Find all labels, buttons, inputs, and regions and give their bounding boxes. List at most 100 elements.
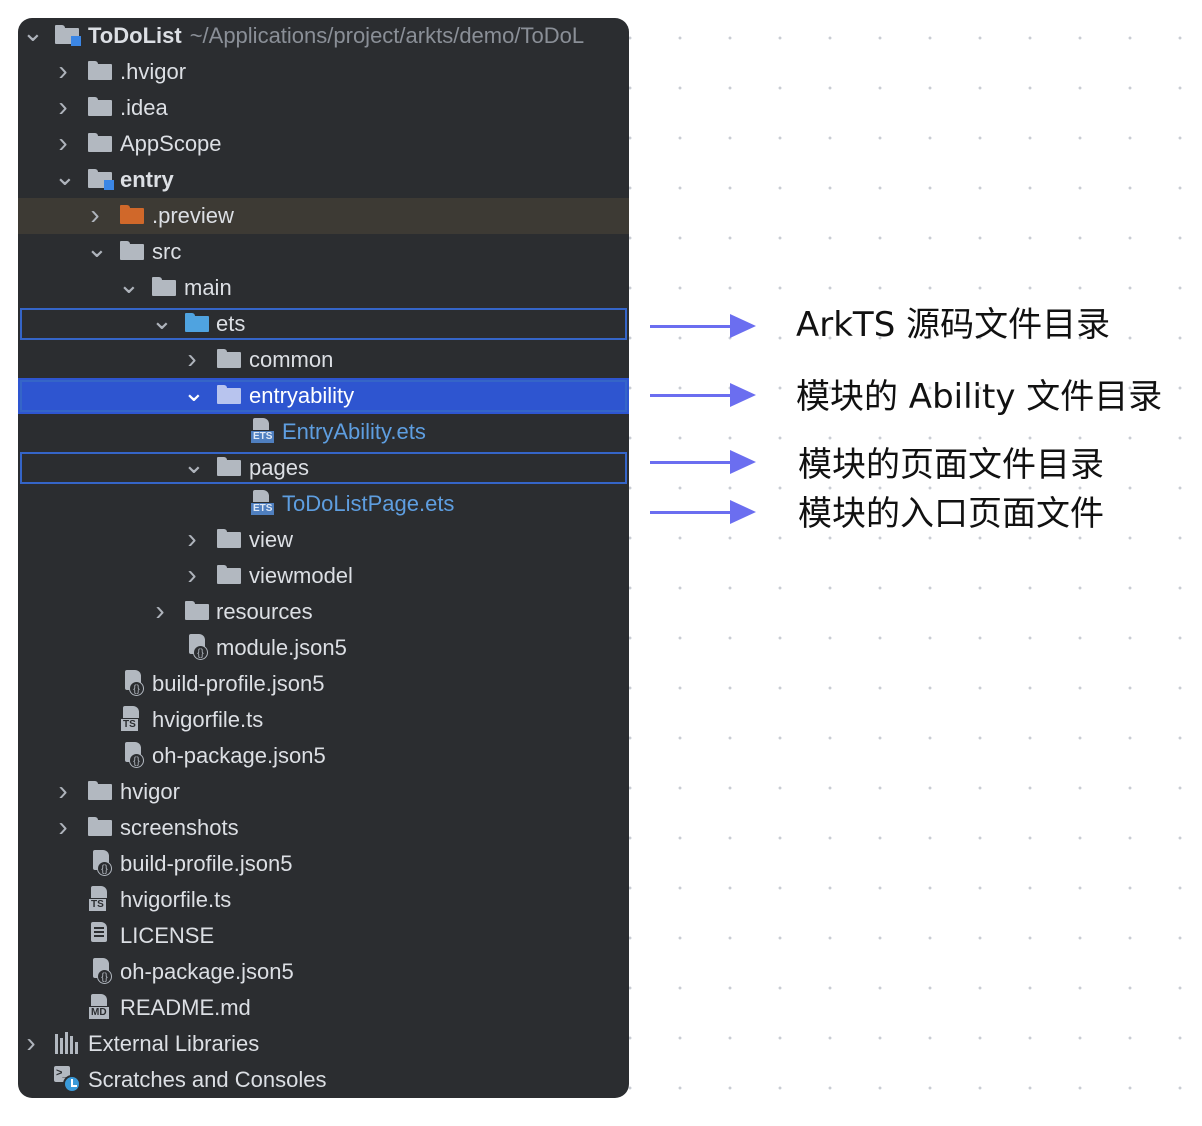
scratches-icon: >_	[54, 1066, 82, 1094]
folder-icon	[152, 275, 176, 299]
tree-row-entry-build-profile[interactable]: {} build-profile.json5	[18, 666, 629, 702]
tree-label: External Libraries	[88, 1031, 260, 1056]
chevron-right-icon[interactable]	[54, 126, 72, 162]
tree-row-root-oh-package[interactable]: {} oh-package.json5	[18, 954, 629, 990]
tree-row-hvigor-hidden[interactable]: .hvigor	[18, 54, 629, 90]
chevron-right-icon[interactable]	[54, 54, 72, 90]
annotation-label: ArkTS 源码文件目录	[796, 305, 1111, 345]
tree-label: viewmodel	[249, 563, 353, 588]
annotation-label: 模块的页面文件目录	[798, 445, 1104, 485]
tree-row-screenshots[interactable]: screenshots	[18, 810, 629, 846]
tree-label: module.json5	[216, 635, 347, 660]
tree-label: hvigor	[120, 779, 180, 804]
tree-label: view	[249, 527, 294, 552]
tree-label: common	[249, 347, 334, 372]
arrow-head-icon	[730, 500, 756, 524]
tree-row-root-hvigorfile[interactable]: TS hvigorfile.ts	[18, 882, 629, 918]
folder-icon	[217, 563, 241, 587]
project-name: ToDoList	[88, 23, 182, 48]
tree-row-preview[interactable]: .preview	[18, 198, 629, 234]
ets-file-icon: ETS	[250, 489, 276, 517]
tree-label: AppScope	[120, 131, 222, 156]
chevron-right-icon[interactable]	[183, 342, 201, 378]
json-file-icon: {}	[122, 669, 144, 697]
tree-row-hvigor[interactable]: hvigor	[18, 774, 629, 810]
tree-label: oh-package.json5	[120, 959, 294, 984]
chevron-right-icon[interactable]	[22, 1026, 40, 1062]
tree-label: screenshots	[120, 815, 239, 840]
tree-label: LICENSE	[120, 923, 215, 948]
tree-row-todolistpage-ets[interactable]: ETS ToDoListPage.ets	[18, 486, 629, 522]
tree-row-view[interactable]: view	[18, 522, 629, 558]
folder-icon	[217, 383, 241, 407]
chevron-down-icon[interactable]	[86, 234, 104, 270]
text-file-icon	[88, 921, 110, 949]
tree-row-appscope[interactable]: AppScope	[18, 126, 629, 162]
tree-label: EntryAbility.ets	[282, 419, 426, 444]
json-file-icon: {}	[90, 957, 112, 985]
tree-label: ets	[216, 311, 246, 336]
tree-row-entryability-ets[interactable]: ETS EntryAbility.ets	[18, 414, 629, 450]
chevron-right-icon[interactable]	[183, 522, 201, 558]
tree-row-ets[interactable]: ets	[18, 306, 629, 342]
tree-row-entry-oh-package[interactable]: {} oh-package.json5	[18, 738, 629, 774]
library-icon	[55, 1032, 81, 1054]
tree-label: src	[152, 239, 182, 264]
arrow-head-icon	[730, 383, 756, 407]
ts-file-icon: TS	[88, 885, 110, 913]
chevron-down-icon[interactable]	[118, 270, 136, 306]
tree-row-external-libraries[interactable]: External Libraries	[18, 1026, 629, 1062]
arrow-icon	[650, 394, 734, 397]
folder-icon	[185, 599, 209, 623]
tree-row-viewmodel[interactable]: viewmodel	[18, 558, 629, 594]
folder-icon	[88, 131, 112, 155]
chevron-right-icon[interactable]	[151, 594, 169, 630]
tree-label: hvigorfile.ts	[152, 707, 264, 732]
tree-row-entry-hvigorfile[interactable]: TS hvigorfile.ts	[18, 702, 629, 738]
tree-row-pages[interactable]: pages	[18, 450, 629, 486]
chevron-down-icon[interactable]	[54, 162, 72, 198]
chevron-right-icon[interactable]	[54, 810, 72, 846]
arrow-head-icon	[730, 450, 756, 474]
tree-row-resources[interactable]: resources	[18, 594, 629, 630]
tree-label: pages	[249, 455, 309, 480]
tree-row-idea[interactable]: .idea	[18, 90, 629, 126]
project-tree-panel: ToDoList ~/Applications/project/arkts/dem…	[18, 18, 629, 1098]
tree-row-common[interactable]: common	[18, 342, 629, 378]
tree-row-license[interactable]: LICENSE	[18, 918, 629, 954]
chevron-right-icon[interactable]	[183, 558, 201, 594]
chevron-right-icon[interactable]	[54, 90, 72, 126]
chevron-right-icon[interactable]	[86, 198, 104, 234]
tree-row-todolist[interactable]: ToDoList ~/Applications/project/arkts/dem…	[18, 18, 629, 54]
tree-row-root-build-profile[interactable]: {} build-profile.json5	[18, 846, 629, 882]
arrow-icon	[650, 325, 734, 328]
chevron-down-icon[interactable]	[183, 378, 201, 414]
chevron-down-icon[interactable]	[151, 306, 169, 342]
tree-label: entryability	[249, 383, 355, 408]
tree-row-scratches[interactable]: >_ Scratches and Consoles	[18, 1062, 629, 1098]
folder-icon	[217, 347, 241, 371]
annotation-label: 模块的入口页面文件	[798, 494, 1104, 534]
ets-file-icon: ETS	[250, 417, 276, 445]
folder-icon	[120, 239, 144, 263]
chevron-down-icon[interactable]	[183, 450, 201, 486]
arrow-icon	[650, 461, 734, 464]
arrow-head-icon	[730, 314, 756, 338]
ts-file-icon: TS	[120, 705, 142, 733]
module-folder-icon	[88, 167, 114, 191]
tree-label: ToDoListPage.ets	[282, 491, 455, 516]
tree-row-entry[interactable]: entry	[18, 162, 629, 198]
tree-label: README.md	[120, 995, 251, 1020]
tree-row-module-json5[interactable]: {} module.json5	[18, 630, 629, 666]
tree-label: .preview	[152, 203, 234, 228]
tree-row-readme[interactable]: MD README.md	[18, 990, 629, 1026]
annotation-label: 模块的 Ability 文件目录	[796, 377, 1163, 417]
folder-icon	[88, 815, 112, 839]
tree-row-main[interactable]: main	[18, 270, 629, 306]
chevron-right-icon[interactable]	[54, 774, 72, 810]
tree-label: .hvigor	[120, 59, 187, 84]
chevron-down-icon[interactable]	[22, 18, 40, 54]
project-path: ~/Applications/project/arkts/demo/ToDoL	[189, 23, 585, 48]
tree-row-src[interactable]: src	[18, 234, 629, 270]
tree-row-entryability[interactable]: entryability	[18, 378, 629, 414]
